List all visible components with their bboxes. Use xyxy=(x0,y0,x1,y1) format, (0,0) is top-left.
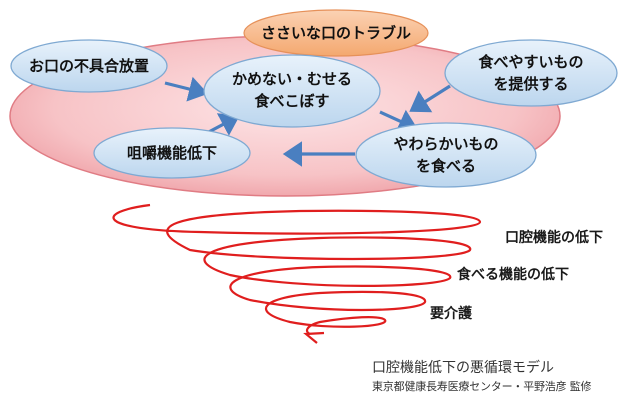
node-eat-soft-line2: を食べる xyxy=(416,157,476,175)
level-eating-decline: 食べる機能の低下 xyxy=(457,266,569,283)
node-eat-soft: やわらかいもの を食べる xyxy=(355,122,537,188)
level-care-needed: 要介護 xyxy=(430,305,473,322)
node-provide-soft-line2: を提供する xyxy=(493,75,568,93)
node-chewing-decline-label: 咀嚼機能低下 xyxy=(127,144,217,162)
top-trouble-label: ささいな口のトラブル xyxy=(261,24,411,42)
node-mouth-issue-label: お口の不具合放置 xyxy=(29,57,149,75)
node-provide-soft: 食べやすいもの を提供する xyxy=(444,39,618,107)
top-trouble-bubble: ささいな口のトラブル xyxy=(243,9,429,57)
arrow-issue-to-center xyxy=(164,76,209,102)
node-center-line1: かめない・むせる xyxy=(232,70,352,88)
arrow-provide-to-center xyxy=(409,84,451,113)
node-mouth-issue: お口の不具合放置 xyxy=(10,39,168,93)
caption-title: 口腔機能低下の悪循環モデル xyxy=(372,360,554,376)
node-provide-soft-line1: 食べやすいもの xyxy=(478,53,583,71)
node-eat-soft-line1: やわらかいもの xyxy=(393,135,498,153)
node-center-line2: 食べこぼす xyxy=(254,92,329,110)
level-oral-decline: 口腔機能の低下 xyxy=(505,229,603,246)
downward-spiral xyxy=(112,203,482,336)
caption-credit: 東京都健康長寿医療センター・平野浩彦 監修 xyxy=(372,380,592,393)
node-center: かめない・むせる 食べこぼす xyxy=(203,54,381,128)
spiral-arrow-tip xyxy=(303,331,325,344)
node-chewing-decline: 咀嚼機能低下 xyxy=(93,127,251,179)
